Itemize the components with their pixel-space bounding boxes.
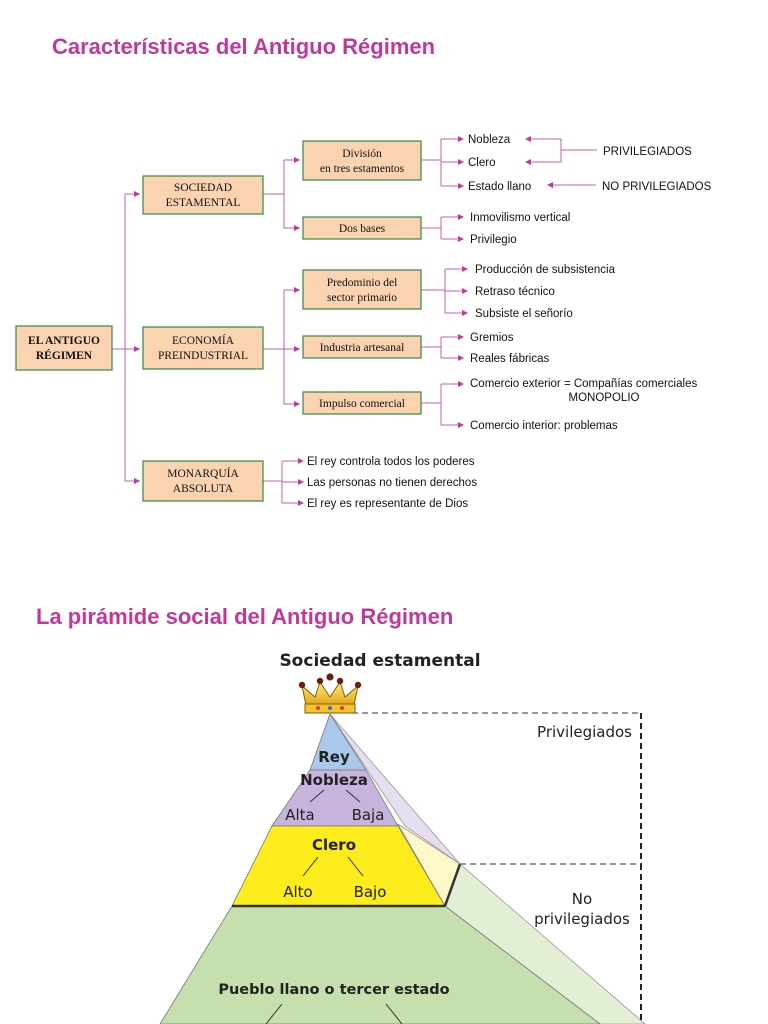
leaf-inmovilismo: Inmovilismo vertical	[470, 212, 570, 224]
box-division-line1: División	[342, 148, 382, 160]
arrowheads	[134, 136, 553, 506]
pueblo-arrow-left	[265, 1003, 283, 1024]
leaf-privilegio: Privilegio	[470, 234, 517, 246]
leaf-nobleza: Nobleza	[468, 134, 511, 146]
leaf-estado-llano: Estado llano	[468, 181, 531, 193]
pyramid-side-lilac	[329, 713, 461, 865]
box-industria-label: Industria artesanal	[320, 342, 405, 354]
box-industria: Industria artesanal	[302, 335, 422, 359]
leaf-gremios: Gremios	[470, 332, 514, 344]
leaf-comercio-interior: Comercio interior: problemas	[470, 420, 618, 432]
box-antiguo-regimen: EL ANTIGUO RÉGIMEN	[15, 325, 113, 371]
arrow-clero-alto	[302, 856, 319, 877]
leaf-privilegiados: PRIVILEGIADOS	[603, 146, 692, 158]
leaf-personas: Las personas no tienen derechos	[307, 477, 477, 489]
box-monarquia-line1: MONARQUÍA	[167, 466, 239, 480]
concept-map: EL ANTIGUO RÉGIMEN SOCIEDAD ESTAMENTAL E…	[15, 134, 712, 510]
box-antiguo-regimen-line1: EL ANTIGUO	[28, 335, 100, 347]
box-economia-line2: PREINDUSTRIAL	[158, 350, 248, 362]
arrow-nobleza-baja	[345, 789, 361, 803]
arrow-nobleza-alta	[309, 789, 325, 803]
pyramid-label-pueblo: Pueblo llano o tercer estado	[218, 982, 449, 998]
pyramid-label-nobleza: Nobleza	[300, 771, 368, 789]
arrow-clero-bajo	[347, 856, 364, 877]
box-division-line2: en tres estamentos	[320, 163, 405, 175]
leaf-reales-fabricas: Reales fábricas	[470, 353, 550, 365]
box-predominio: Predominio del sector primario	[302, 269, 422, 310]
box-antiguo-regimen-line2: RÉGIMEN	[36, 348, 93, 362]
pyramid-label-clero-alto: Alto	[283, 883, 313, 901]
section-title-caracteristicas: Características del Antiguo Régimen	[52, 34, 436, 59]
box-economia-line1: ECONOMÍA	[172, 333, 235, 347]
box-predominio-line2: sector primario	[327, 292, 397, 304]
box-impulso: Impulso comercial	[302, 391, 422, 415]
box-monarquia-line2: ABSOLUTA	[173, 483, 234, 495]
pyramid-label-nobleza-baja: Baja	[352, 806, 385, 824]
box-sociedad-estamental: SOCIEDAD ESTAMENTAL	[142, 175, 264, 215]
box-sociedad-line1: SOCIEDAD	[174, 182, 232, 194]
pyramid-label-rey: Rey	[318, 748, 350, 766]
leaf-clero: Clero	[468, 157, 495, 169]
pueblo-arrow-right	[385, 1003, 403, 1024]
leaf-rey-dios: El rey es representante de Dios	[307, 498, 468, 510]
crown-icon	[298, 673, 362, 714]
label-privilegiados: Privilegiados	[537, 723, 632, 741]
leaf-rey-controla: El rey controla todos los poderes	[307, 456, 475, 468]
leaf-produccion: Producción de subsistencia	[475, 264, 616, 276]
label-no-privilegiados-line2: privilegiados	[534, 910, 630, 928]
leaf-monopolio: MONOPOLIO	[569, 392, 640, 404]
pyramid-label-clero-bajo: Bajo	[354, 883, 387, 901]
pyramid-corner-edge	[443, 863, 462, 907]
pyramid-heading: Sociedad estamental	[279, 651, 480, 671]
pyramid-label-clero: Clero	[312, 836, 356, 854]
box-impulso-label: Impulso comercial	[319, 398, 405, 410]
leaf-comercio-exterior: Comercio exterior = Compañías comerciale…	[470, 378, 697, 390]
box-dos-bases: Dos bases	[302, 216, 422, 240]
leaf-subsiste: Subsiste el señorío	[475, 308, 573, 320]
box-sociedad-line2: ESTAMENTAL	[166, 197, 241, 209]
box-dos-bases-label: Dos bases	[339, 223, 386, 235]
box-predominio-line1: Predominio del	[327, 277, 398, 289]
pyramid-label-nobleza-alta: Alta	[285, 806, 315, 824]
privilege-brackets	[352, 712, 642, 1024]
box-division: División en tres estamentos	[302, 140, 422, 181]
leaf-retraso: Retraso técnico	[475, 286, 555, 298]
box-economia-preindustrial: ECONOMÍA PREINDUSTRIAL	[142, 326, 264, 370]
section-title-piramide: La pirámide social del Antiguo Régimen	[36, 604, 454, 629]
label-no-privilegiados-line1: No	[572, 890, 592, 908]
leaf-no-privilegiados: NO PRIVILEGIADOS	[602, 181, 712, 193]
social-pyramid: Sociedad estamental Rey Nobleza	[159, 651, 646, 1024]
leaf-texts: Nobleza Clero Estado llano PRIVILEGIADOS…	[307, 134, 712, 510]
box-monarquia-absoluta: MONARQUÍA ABSOLUTA	[142, 460, 264, 502]
